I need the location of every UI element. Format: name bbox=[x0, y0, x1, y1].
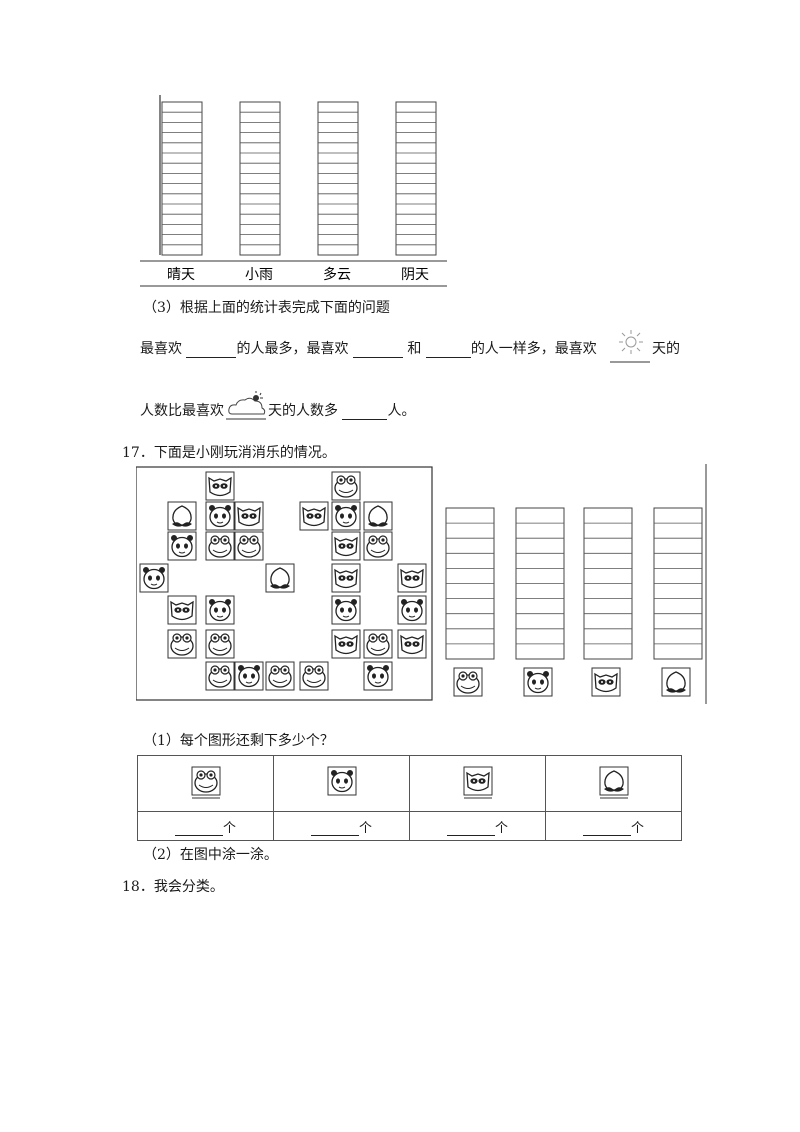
answer-blank[interactable] bbox=[352, 341, 403, 358]
board-frame bbox=[136, 466, 433, 701]
peach-icon bbox=[661, 667, 691, 697]
table-header-cell bbox=[545, 755, 682, 812]
panda-icon bbox=[205, 595, 235, 625]
question-3-line-2b: 天的人数多 人。 bbox=[268, 400, 415, 420]
answer-blank[interactable] bbox=[582, 821, 631, 836]
frog-icon bbox=[331, 471, 361, 501]
owl-icon bbox=[462, 765, 493, 798]
owl-icon bbox=[299, 501, 329, 531]
unit-label: 个 bbox=[222, 820, 236, 836]
category-label: 阴天 bbox=[401, 267, 429, 283]
owl-icon bbox=[205, 471, 235, 501]
line2-text: 人数比最喜欢 bbox=[140, 403, 224, 419]
question-3-line-1: 最喜欢 的人最多，最喜欢 和 的人一样多，最喜欢 bbox=[140, 338, 597, 358]
owl-icon bbox=[234, 501, 264, 531]
owl-icon bbox=[591, 667, 621, 697]
line1-text: 的人一样多，最喜欢 bbox=[470, 341, 597, 357]
category-label: 晴天 bbox=[167, 267, 195, 283]
frog-icon bbox=[363, 629, 393, 659]
frog-icon bbox=[205, 629, 235, 659]
line1-text: 和 bbox=[407, 341, 422, 357]
panda-icon bbox=[331, 595, 361, 625]
elimination-game-board bbox=[136, 464, 707, 704]
question-3-intro: （3）根据上面的统计表完成下面的问题 bbox=[143, 300, 390, 316]
question-18-title: 18．我会分类。 bbox=[122, 879, 224, 895]
answer-blank[interactable] bbox=[186, 341, 237, 358]
answer-blank[interactable] bbox=[425, 341, 471, 358]
category-label: 小雨 bbox=[245, 267, 273, 283]
frog-icon bbox=[299, 661, 329, 691]
answer-blank[interactable] bbox=[446, 821, 495, 836]
tally-column bbox=[445, 507, 495, 697]
frog-icon bbox=[205, 661, 235, 691]
owl-icon bbox=[331, 531, 361, 561]
frog-icon bbox=[190, 765, 221, 798]
grid-column bbox=[395, 101, 437, 256]
unit-label: 个 bbox=[494, 820, 508, 836]
question-3-line-2: 人数比最喜欢 bbox=[140, 400, 224, 420]
tally-column bbox=[583, 507, 633, 697]
line1-text: 的人最多，最喜欢 bbox=[236, 341, 349, 357]
unit-label: 个 bbox=[630, 820, 644, 836]
owl-icon bbox=[397, 629, 427, 659]
sun-icon bbox=[610, 330, 650, 363]
owl-icon bbox=[331, 629, 361, 659]
table-header-cell bbox=[137, 755, 274, 812]
peach-icon bbox=[363, 501, 393, 531]
panda-icon bbox=[331, 501, 361, 531]
table-answer-cell: 个 bbox=[545, 811, 682, 841]
grid-column bbox=[317, 101, 359, 256]
panda-icon bbox=[205, 501, 235, 531]
panda-icon bbox=[167, 531, 197, 561]
frog-icon bbox=[265, 661, 295, 691]
peach-icon bbox=[598, 765, 629, 798]
table-header-cell bbox=[273, 755, 410, 812]
frog-icon bbox=[453, 667, 483, 697]
frog-icon bbox=[363, 531, 393, 561]
panda-icon bbox=[234, 661, 264, 691]
panda-icon bbox=[523, 667, 553, 697]
question-17-part-1: （1）每个图形还剩下多少个？ bbox=[143, 733, 334, 749]
question-17-part-2: （2）在图中涂一涂。 bbox=[143, 847, 278, 863]
panda-icon bbox=[363, 661, 393, 691]
frog-icon bbox=[205, 531, 235, 561]
owl-icon bbox=[167, 595, 197, 625]
table-header-cell bbox=[409, 755, 546, 812]
line1-text: 最喜欢 bbox=[140, 341, 182, 357]
peach-icon bbox=[167, 501, 197, 531]
panda-icon bbox=[397, 595, 427, 625]
line2-text: 人。 bbox=[387, 403, 416, 419]
grid-column bbox=[239, 101, 281, 256]
cloud-sun-icon bbox=[226, 391, 266, 420]
table-answer-cell: 个 bbox=[137, 811, 274, 841]
table-answer-cell: 个 bbox=[273, 811, 410, 841]
answer-blank[interactable] bbox=[310, 821, 359, 836]
panda-icon bbox=[139, 563, 169, 593]
line2-text: 天的人数多 bbox=[268, 403, 338, 419]
tally-column bbox=[515, 507, 565, 697]
answer-blank[interactable] bbox=[174, 821, 223, 836]
owl-icon bbox=[331, 563, 361, 593]
unit-label: 个 bbox=[358, 820, 372, 836]
frog-icon bbox=[234, 531, 264, 561]
owl-icon bbox=[397, 563, 427, 593]
peach-icon bbox=[265, 563, 295, 593]
tally-column bbox=[653, 507, 703, 697]
category-label: 多云 bbox=[323, 266, 351, 283]
table-answer-cell: 个 bbox=[409, 811, 546, 841]
question-17-title: 17．下面是小刚玩消消乐的情况。 bbox=[122, 445, 336, 461]
grid-column bbox=[161, 101, 203, 256]
remaining-count-table: 个 个 个 个 bbox=[137, 755, 682, 841]
frog-icon bbox=[167, 629, 197, 659]
line1-text: 天的 bbox=[652, 341, 680, 357]
answer-blank[interactable] bbox=[342, 403, 388, 420]
panda-icon bbox=[326, 765, 357, 796]
weather-grid-chart: 晴天 小雨 多云 阴天 bbox=[140, 95, 447, 287]
